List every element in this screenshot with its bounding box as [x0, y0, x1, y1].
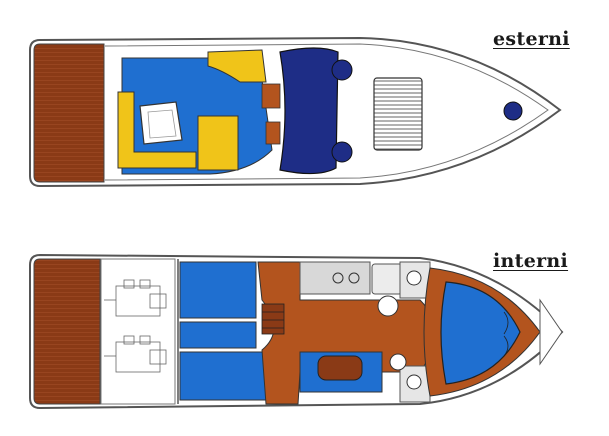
- helm-seat-port: [331, 59, 353, 81]
- aft-bed-3: [179, 351, 267, 401]
- engine-starboard: [104, 335, 167, 373]
- toilet-port: [406, 270, 422, 286]
- dinette-table: [317, 355, 363, 381]
- v-berth: [440, 281, 521, 385]
- companionway-steps: [261, 303, 285, 335]
- cockpit-seat-side: [197, 115, 239, 171]
- engine-room: [100, 258, 176, 405]
- helm-seat-starboard: [331, 141, 353, 163]
- bow-locker: [539, 298, 563, 366]
- engine-port: [104, 279, 167, 317]
- anchor-locker: [503, 101, 523, 121]
- interior-swim-platform: [33, 258, 101, 405]
- toilet-starboard: [406, 374, 422, 390]
- aft-bed-2: [179, 321, 257, 349]
- helm-windshield: [279, 47, 339, 175]
- interior-layout-label: interni: [493, 250, 569, 272]
- stove-icon: [332, 272, 344, 284]
- exterior-deck-label: esterni: [493, 28, 570, 50]
- exterior-swim-platform: [33, 43, 105, 183]
- galley-counter: [299, 261, 371, 295]
- cockpit-seat-forward: [207, 49, 267, 83]
- interior-plan: [29, 253, 564, 410]
- basin-port: [377, 295, 399, 317]
- galley-sink: [371, 263, 403, 295]
- exterior-plan: [29, 36, 562, 188]
- cockpit-table: [139, 101, 183, 145]
- foredeck-hatch: [373, 77, 423, 151]
- aft-bed-1: [179, 261, 257, 319]
- cockpit-steps: [261, 83, 281, 109]
- basin-starboard: [389, 353, 407, 371]
- cockpit-seat-aft: [117, 91, 197, 169]
